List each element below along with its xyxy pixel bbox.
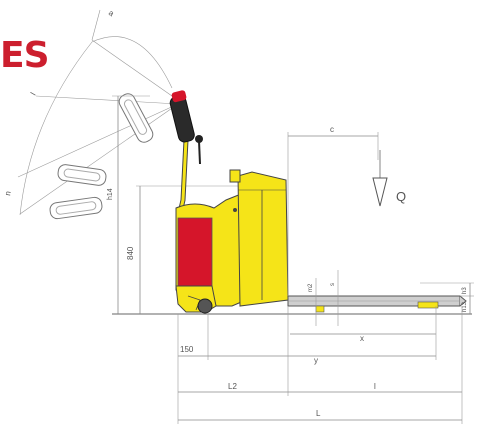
arc-line-1 [91, 39, 173, 97]
label-s: s [330, 283, 336, 286]
tiller-position-upper [118, 93, 154, 143]
tiller-swing-arc [19, 36, 173, 216]
forks [287, 295, 467, 313]
label-total-l: L [316, 409, 321, 418]
label-h3: h3 [462, 287, 468, 294]
label-arc-lower: n [3, 190, 13, 196]
arc-tick-top [91, 9, 101, 41]
tiller-position-middle [57, 164, 107, 186]
label-l: l [374, 382, 376, 391]
arc-line-2 [35, 95, 179, 105]
label-h1-840: 840 [126, 246, 135, 260]
label-150: 150 [180, 345, 194, 354]
tiller-position-lower [49, 196, 103, 220]
label-l2: L2 [228, 382, 237, 391]
load-arrow [372, 150, 388, 207]
tiller-arm [169, 90, 203, 223]
label-q: Q [396, 189, 406, 204]
label-h14: h14 [107, 188, 114, 200]
label-c: c [330, 125, 334, 134]
arc-line-3 [17, 103, 179, 178]
truck-body [175, 169, 289, 314]
arc-line-4 [19, 103, 179, 215]
label-arc-upper: l [29, 91, 38, 97]
label-x: x [360, 334, 364, 343]
label-y: y [314, 356, 318, 365]
label-alpha-top: a [107, 8, 116, 18]
label-h13: h13 [462, 301, 468, 312]
label-m2: m2 [308, 283, 314, 292]
brand-logo: ES [0, 35, 50, 76]
